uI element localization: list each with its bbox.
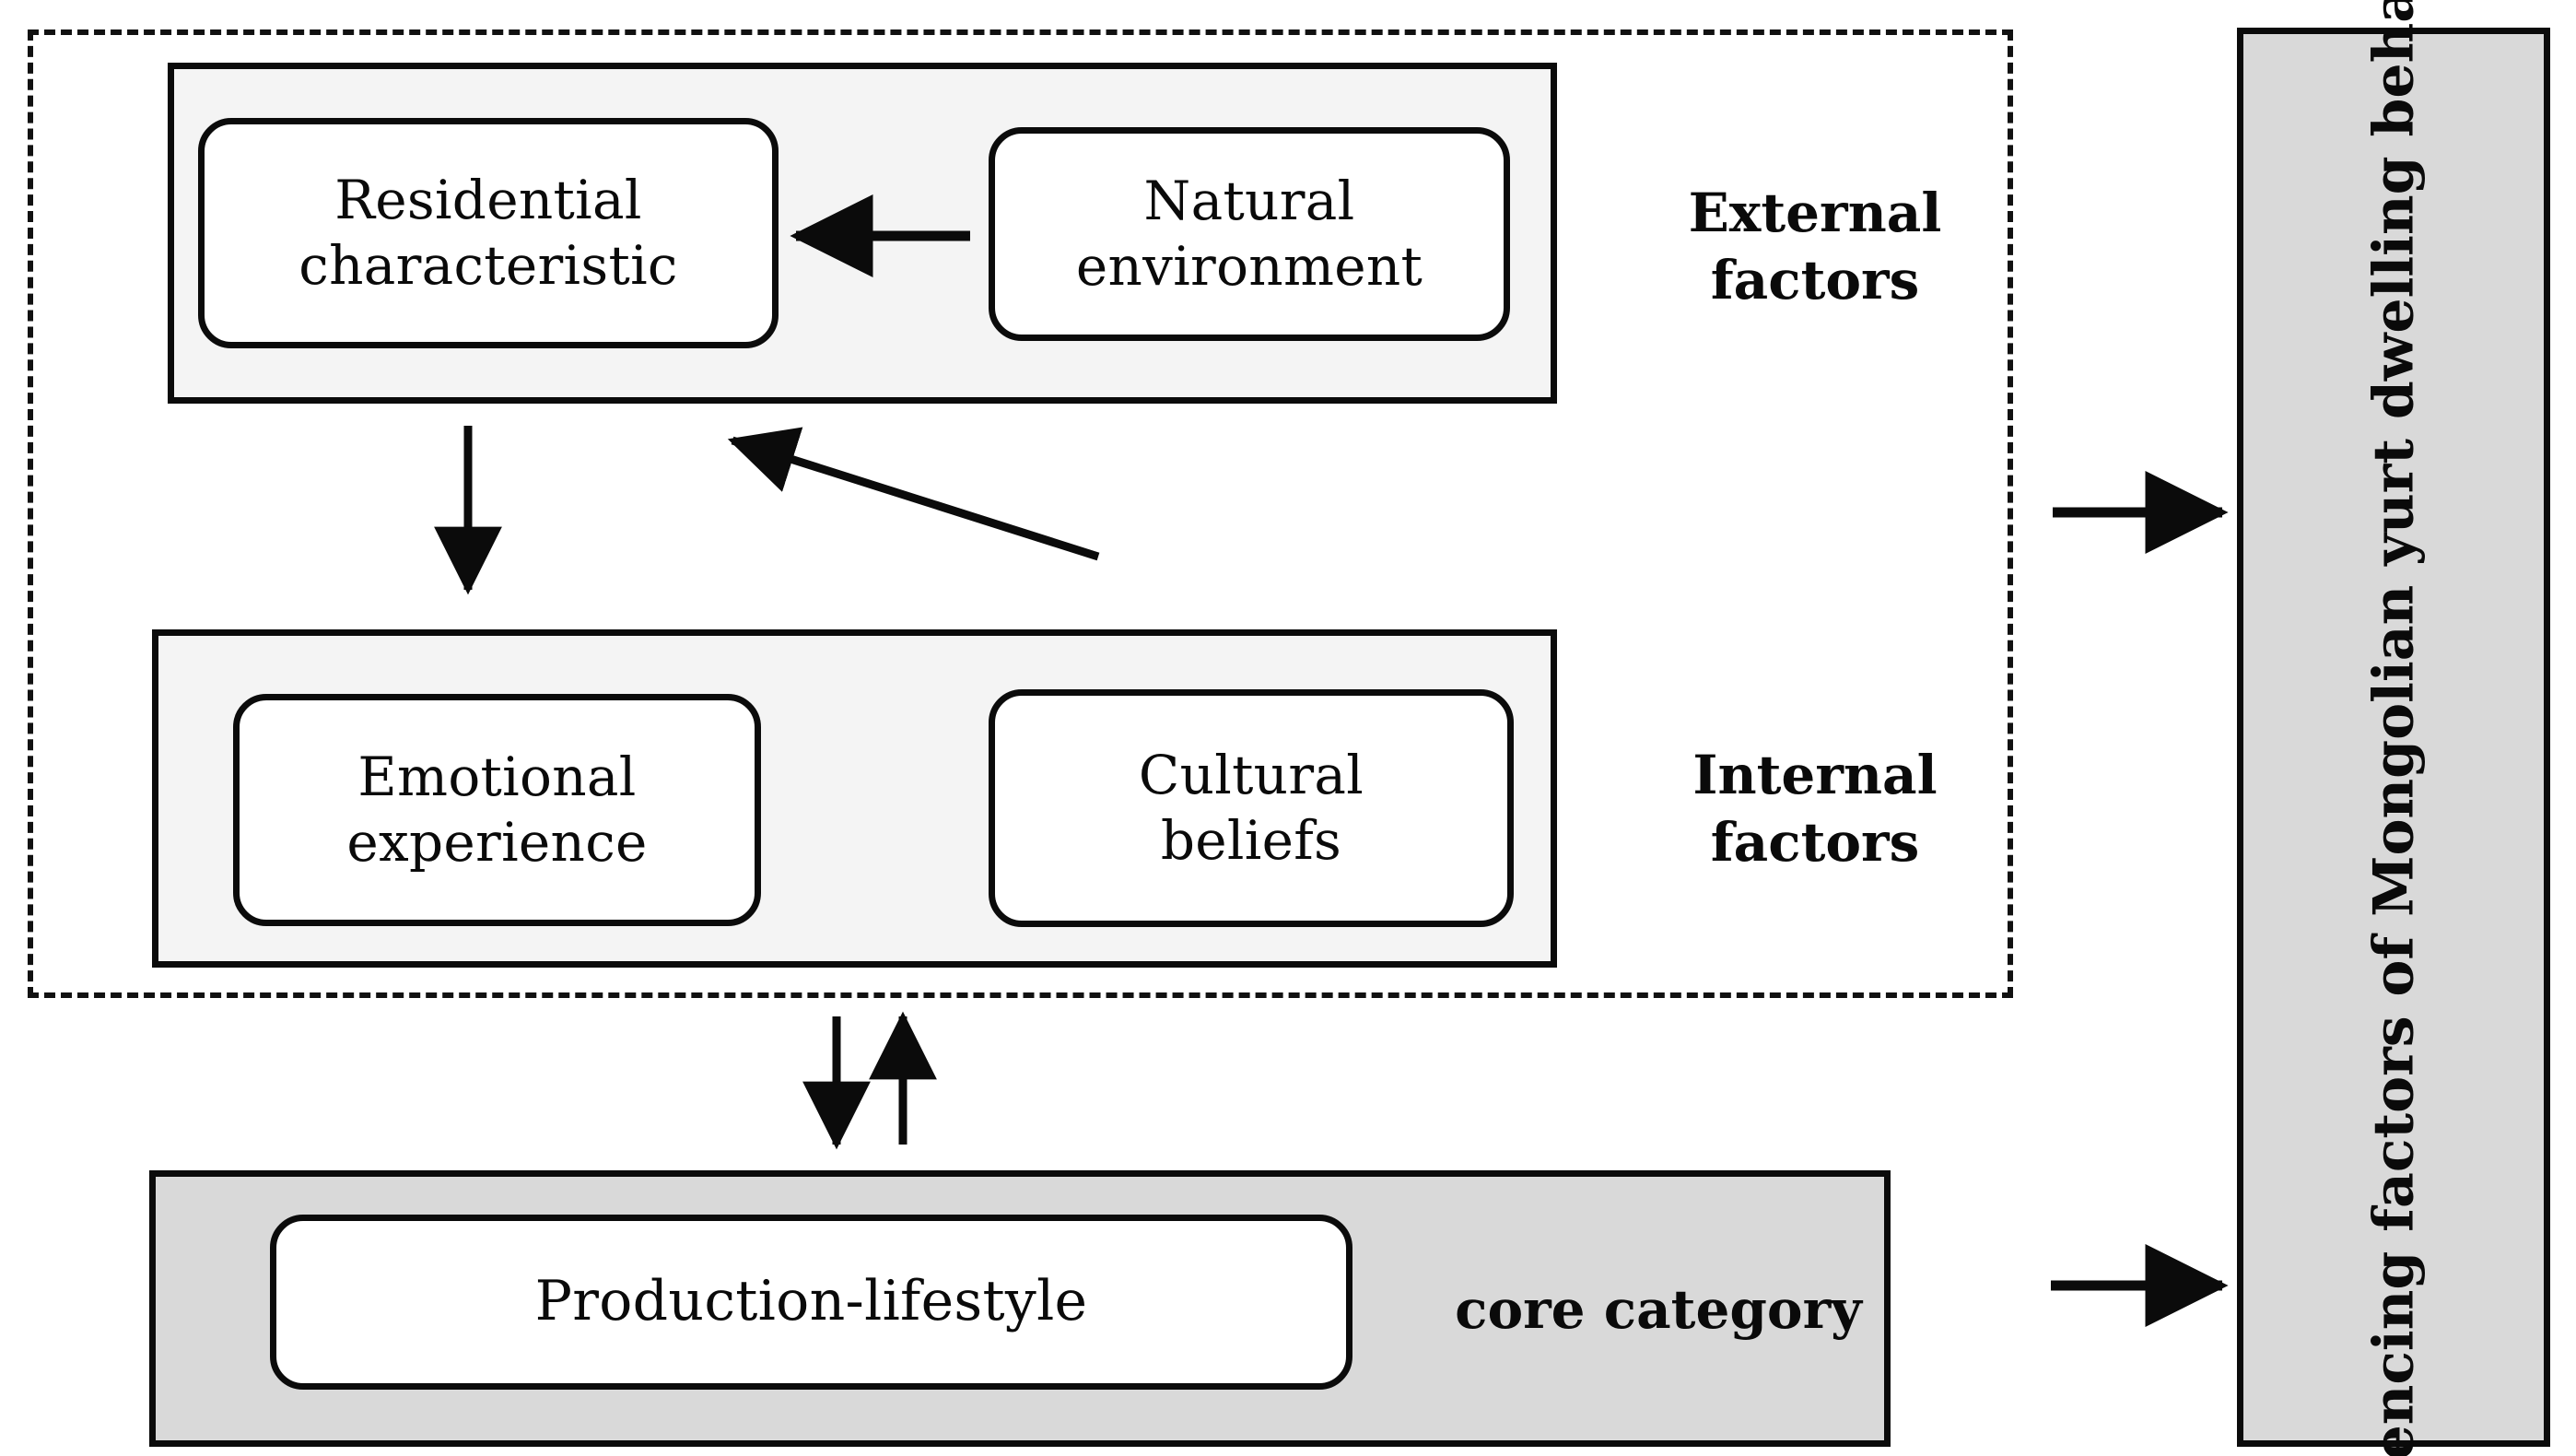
node-label-line1: Residential: [334, 169, 642, 232]
outcome-panel-title: Influencing factors of Mongolian yurt dw…: [2361, 0, 2426, 1456]
external-factors-label-line1: External: [1688, 182, 1942, 244]
core-category-label: core category: [1455, 1278, 1862, 1341]
node-label-line2: environment: [1075, 235, 1423, 298]
node-label-line1: Emotional: [357, 746, 637, 809]
node-natural-environment-label: Natural environment: [1076, 169, 1423, 299]
node-cultural-beliefs[interactable]: Cultural beliefs: [989, 689, 1514, 927]
node-emotional-experience-label: Emotional experience: [346, 745, 647, 875]
outcome-panel: Influencing factors of Mongolian yurt dw…: [2237, 0, 2550, 1456]
node-emotional-experience[interactable]: Emotional experience: [233, 694, 761, 926]
node-production-lifestyle-label: Production-lifestyle: [534, 1269, 1088, 1334]
node-cultural-beliefs-label: Cultural beliefs: [1139, 743, 1364, 874]
external-factors-label: External factors: [1640, 180, 1990, 313]
node-natural-environment[interactable]: Natural environment: [989, 127, 1510, 341]
factors-dashed-frame: [28, 29, 2013, 998]
node-label-line2: beliefs: [1160, 809, 1342, 872]
node-label-line1: Natural: [1143, 170, 1355, 233]
node-label-line2: characteristic: [299, 234, 678, 297]
internal-factors-label: Internal factors: [1640, 742, 1990, 875]
node-label-line1: Cultural: [1138, 744, 1364, 807]
node-label-line2: experience: [346, 811, 648, 874]
node-residential-characteristic-label: Residential characteristic: [299, 168, 677, 299]
node-production-lifestyle[interactable]: Production-lifestyle: [270, 1215, 1352, 1390]
external-factors-label-line2: factors: [1710, 248, 1920, 311]
internal-factors-label-line2: factors: [1710, 810, 1920, 874]
internal-factors-label-line1: Internal: [1692, 744, 1938, 806]
node-residential-characteristic[interactable]: Residential characteristic: [198, 118, 779, 348]
